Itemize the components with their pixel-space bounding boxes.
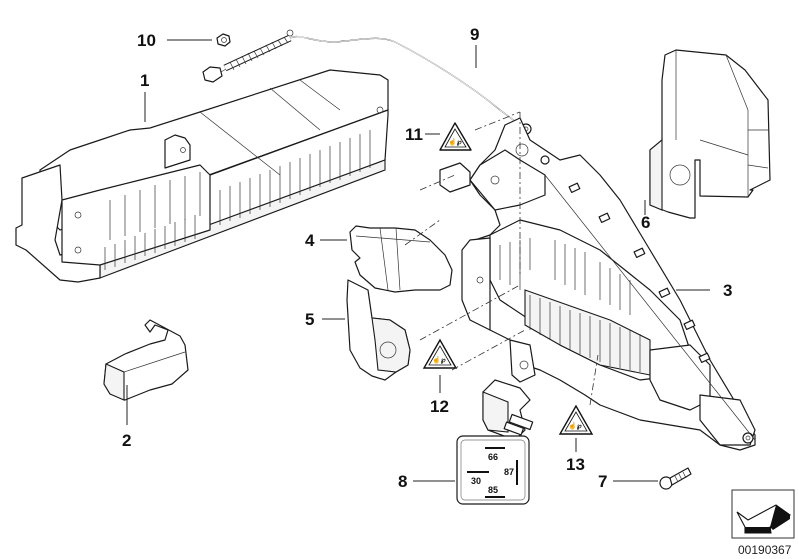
part-5-cover-plate[interactable] [346,279,411,381]
part-12-warning-label[interactable]: ☝℘ [422,338,458,369]
battery-acid-hand-icon: ☝℘ [448,137,462,146]
assembly-lines [404,111,599,406]
relay-pinout-box: 66 30 87 85 [456,435,530,505]
relay-pin-66: 66 [488,452,498,462]
callout-2[interactable]: 2 [122,431,131,450]
relay-pin-30: 30 [471,476,481,486]
callout-9[interactable]: 9 [470,25,479,44]
arrow-down-left-icon [736,504,792,534]
document-number: 00190367 [738,543,792,557]
callout-5[interactable]: 5 [305,310,314,329]
callout-7[interactable]: 7 [598,472,607,491]
battery-acid-hand-icon: ☝℘ [568,421,582,430]
part-13-warning-label[interactable]: ☝℘ [558,404,594,435]
relay-pin-85: 85 [488,485,498,495]
part-7-bolt[interactable] [659,467,692,490]
orientation-arrow-box [731,489,795,539]
callout-6[interactable]: 6 [641,213,650,232]
callout-12[interactable]: 12 [430,397,449,416]
part-2-cover-cap[interactable] [103,319,189,401]
part-11-warning-label[interactable]: ☝℘ [439,122,472,151]
relay-pin-87: 87 [504,467,514,477]
callout-4[interactable]: 4 [305,231,315,250]
part-6-cover-housing[interactable] [649,49,771,219]
callout-3[interactable]: 3 [723,281,732,300]
callout-10[interactable]: 10 [137,31,156,50]
part-9-cable[interactable] [202,29,532,135]
part-4-cover-upper[interactable] [349,225,453,293]
callout-labels: 1 2 3 4 5 6 7 8 9 10 11 12 13 [122,25,732,491]
battery-acid-hand-icon: ☝℘ [432,355,446,364]
part-1-fuse-carrier[interactable] [15,69,389,283]
part-3-power-distribution-box[interactable] [439,117,756,451]
callout-11[interactable]: 11 [405,125,423,144]
part-10-nut[interactable] [216,33,231,47]
callout-1[interactable]: 1 [140,71,149,90]
callout-13[interactable]: 13 [566,455,585,474]
part-8-relay[interactable] [482,379,534,441]
leader-lines [126,39,710,482]
callout-8[interactable]: 8 [398,472,407,491]
